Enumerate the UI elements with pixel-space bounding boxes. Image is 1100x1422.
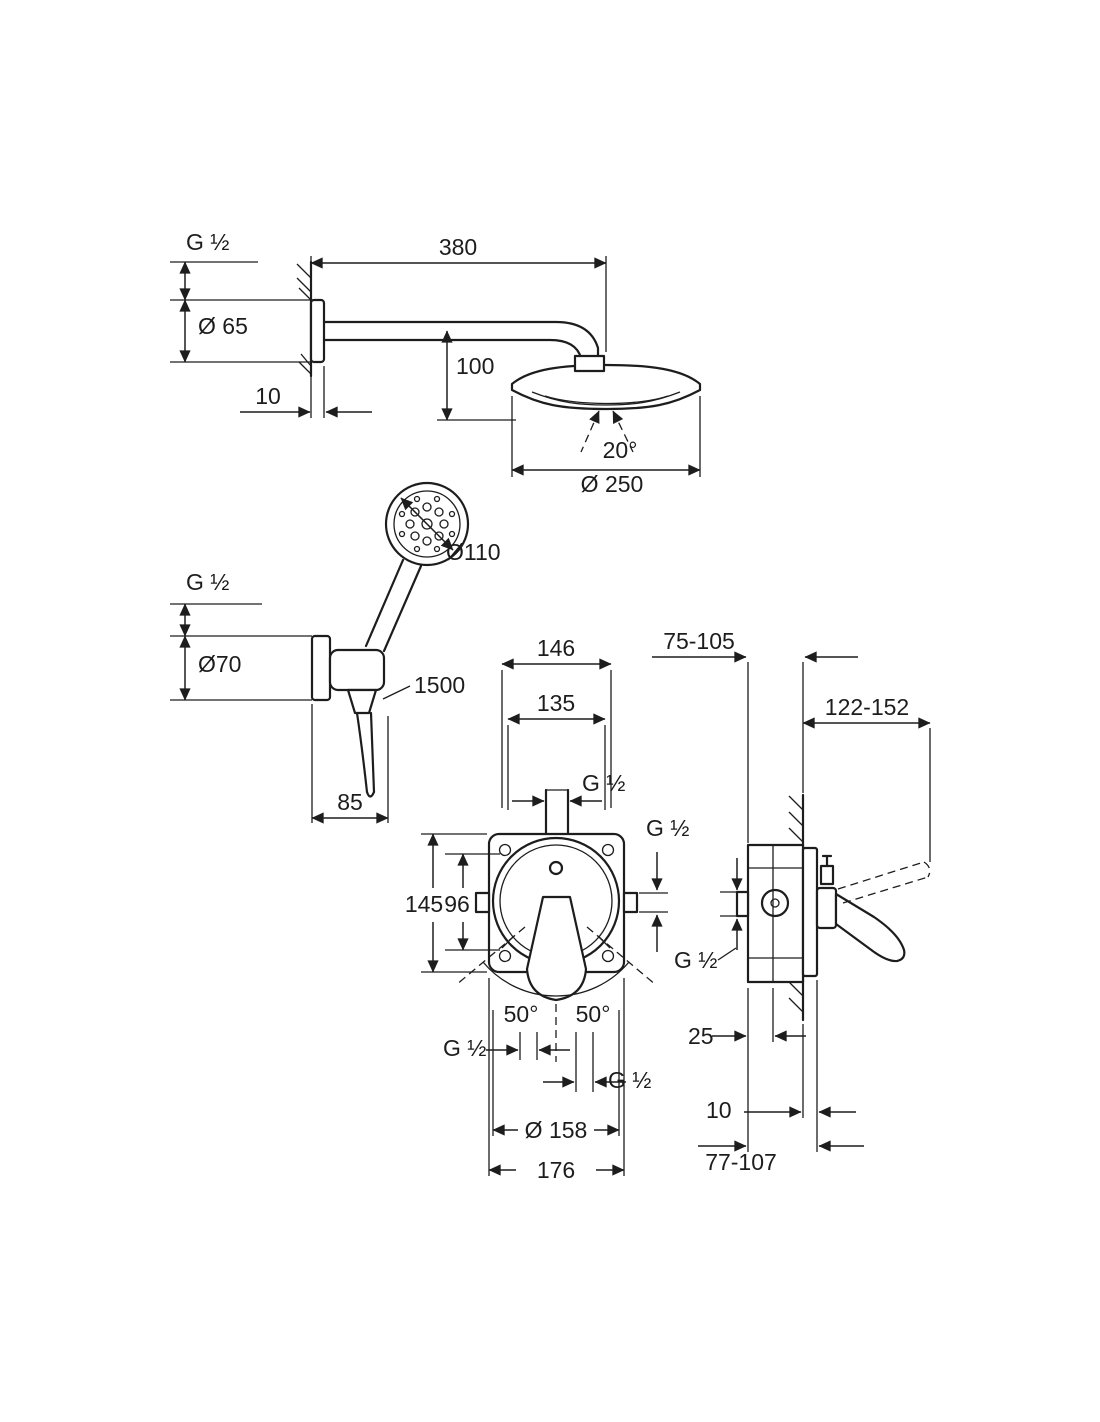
head-shower-view: 380 G ½ Ø 65 100 10	[170, 229, 702, 497]
dim-install-depth-body: 75-105	[652, 628, 858, 843]
dim-bottom-right-thread-label: G ½	[608, 1067, 651, 1093]
dim-box-height: 145	[405, 833, 487, 973]
mixer-lever-handle	[525, 895, 588, 1002]
dim-right-thread-label: G ½	[646, 815, 689, 841]
left-port-stub	[474, 891, 491, 914]
dim-head-thread-label: G ½	[186, 229, 229, 255]
hand-shower-view: Ø110 G ½ Ø70 1500	[170, 481, 501, 824]
inlet-port-stub	[735, 890, 750, 918]
head-shower	[510, 363, 702, 411]
dim-plate-width: 176	[488, 978, 625, 1183]
dim-plate-width-label: 176	[537, 1157, 575, 1183]
shower-arm	[322, 320, 600, 360]
dim-bottom-right-thread: G ½	[543, 1032, 651, 1093]
shower-head-connector	[573, 354, 606, 373]
dim-hand-shower-diameter: Ø110	[400, 497, 501, 565]
dim-plate-circle-diameter-label: Ø 158	[525, 1117, 588, 1143]
spray-face-ring-inner	[544, 395, 669, 405]
dim-flange-diameter-label: Ø 65	[198, 313, 248, 339]
lever-alternate-position	[837, 861, 931, 904]
dim-top-thread: G ½	[512, 770, 625, 807]
dim-head-diameter: Ø 250	[511, 396, 701, 497]
mixer-side-view: G ½ 25 10 77-107	[674, 793, 931, 1175]
right-port-stub	[622, 891, 639, 914]
dim-side-thread-label: G ½	[674, 947, 717, 973]
holder-flange	[310, 634, 332, 702]
holder-body	[328, 648, 386, 692]
dim-body-section-depth-label: 25	[688, 1023, 714, 1049]
dim-holder-thread: G ½	[170, 569, 312, 637]
dim-install-depth-body-label: 75-105	[663, 628, 735, 654]
dim-spray-angle: 20°	[580, 410, 638, 463]
dim-spray-angle-label: 20°	[603, 437, 638, 463]
dim-flange-diameter: Ø 65	[170, 299, 311, 363]
dim-arm-length-label: 380	[439, 234, 477, 260]
adjustment-screw	[819, 854, 835, 886]
top-connection-pipe	[544, 788, 570, 836]
dim-hole-spacing: 96	[444, 853, 500, 951]
dim-arm-length: 380	[310, 234, 607, 352]
dim-holder-flange-diameter-label: Ø70	[198, 651, 241, 677]
dim-bottom-left-thread: G ½	[443, 1032, 570, 1061]
dim-port-angles: 50° 50°	[455, 926, 657, 1062]
dim-box-width-inner: 135	[507, 690, 606, 810]
dim-head-drop: 100	[437, 330, 516, 421]
dim-hose-length: 1500	[382, 672, 465, 700]
dim-holder-depth-label: 85	[337, 789, 363, 815]
mixer-front-view: G ½ 146 135 75-105 122-152	[405, 628, 931, 1183]
dim-plate-depth-label: 10	[706, 1097, 732, 1123]
dim-head-diameter-label: Ø 250	[581, 471, 644, 497]
dim-install-depth-range: 77-107	[698, 1140, 864, 1175]
dim-holder-thread-label: G ½	[186, 569, 229, 595]
concealed-body	[746, 843, 805, 984]
cartridge-side	[760, 888, 790, 918]
dim-plate-depth: 10	[706, 980, 856, 1152]
dim-box-width-outer: 146	[501, 635, 612, 808]
dim-flange-depth-label: 10	[255, 383, 281, 409]
dim-install-depth-total-label: 122-152	[825, 694, 909, 720]
wall-section	[296, 260, 313, 378]
shower-hose	[355, 711, 376, 798]
shower-arm-flange	[309, 298, 326, 364]
dim-angle-right-label: 50°	[576, 1001, 611, 1027]
dim-box-height-label: 145	[405, 891, 443, 917]
dim-head-drop-label: 100	[456, 353, 494, 379]
dim-holder-flange-diameter: Ø70	[170, 635, 312, 701]
lever-side	[834, 892, 906, 963]
dim-bottom-left-thread-label: G ½	[443, 1035, 486, 1061]
cartridge-screw	[548, 860, 564, 876]
dim-angle-left-label: 50°	[504, 1001, 539, 1027]
dim-top-thread-label: G ½	[582, 770, 625, 796]
dim-right-thread: G ½	[639, 815, 689, 952]
hand-shower-handle	[364, 558, 423, 653]
dim-head-thread: G ½	[170, 229, 311, 301]
dim-hose-length-label: 1500	[414, 672, 465, 698]
dim-install-depth-total: 122-152	[802, 694, 931, 862]
handle-hub	[815, 886, 838, 930]
dim-body-section-depth: 25	[688, 988, 806, 1152]
hose-outlet	[346, 688, 378, 715]
dim-box-width-inner-label: 135	[537, 690, 575, 716]
dim-holder-depth: 85	[311, 704, 389, 824]
dim-plate-circle-diameter: Ø 158	[492, 1010, 620, 1143]
dim-hand-shower-diameter-label: Ø110	[446, 539, 501, 565]
dim-install-depth-range-label: 77-107	[705, 1149, 777, 1175]
dim-flange-depth: 10	[240, 366, 372, 418]
dim-side-thread: G ½	[674, 858, 743, 973]
escutcheon-side	[801, 846, 819, 978]
dim-box-width-outer-label: 146	[537, 635, 575, 661]
dim-hole-spacing-label: 96	[444, 891, 470, 917]
